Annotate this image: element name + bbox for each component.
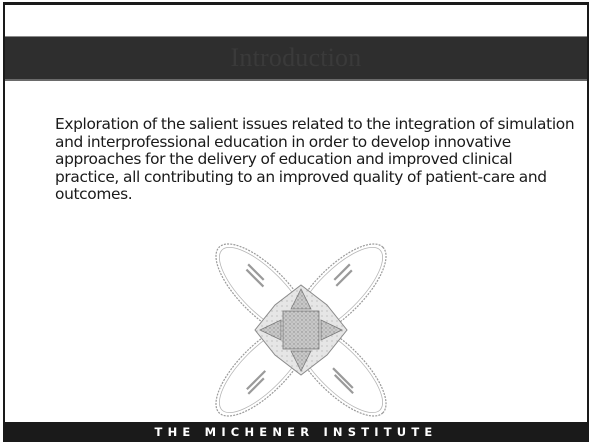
footer-institution-name: THE MICHENER INSTITUTE [154, 425, 438, 439]
slide-body-text: Exploration of the salient issues relate… [55, 115, 575, 203]
slide-title: Introduction [230, 43, 362, 72]
title-bar: Introduction [5, 36, 587, 81]
diagram-graphic [215, 243, 387, 417]
four-petal-diagram [205, 239, 395, 419]
footer-bar: THE MICHENER INSTITUTE [5, 422, 587, 442]
slide: Introduction Exploration of the salient … [3, 2, 589, 442]
